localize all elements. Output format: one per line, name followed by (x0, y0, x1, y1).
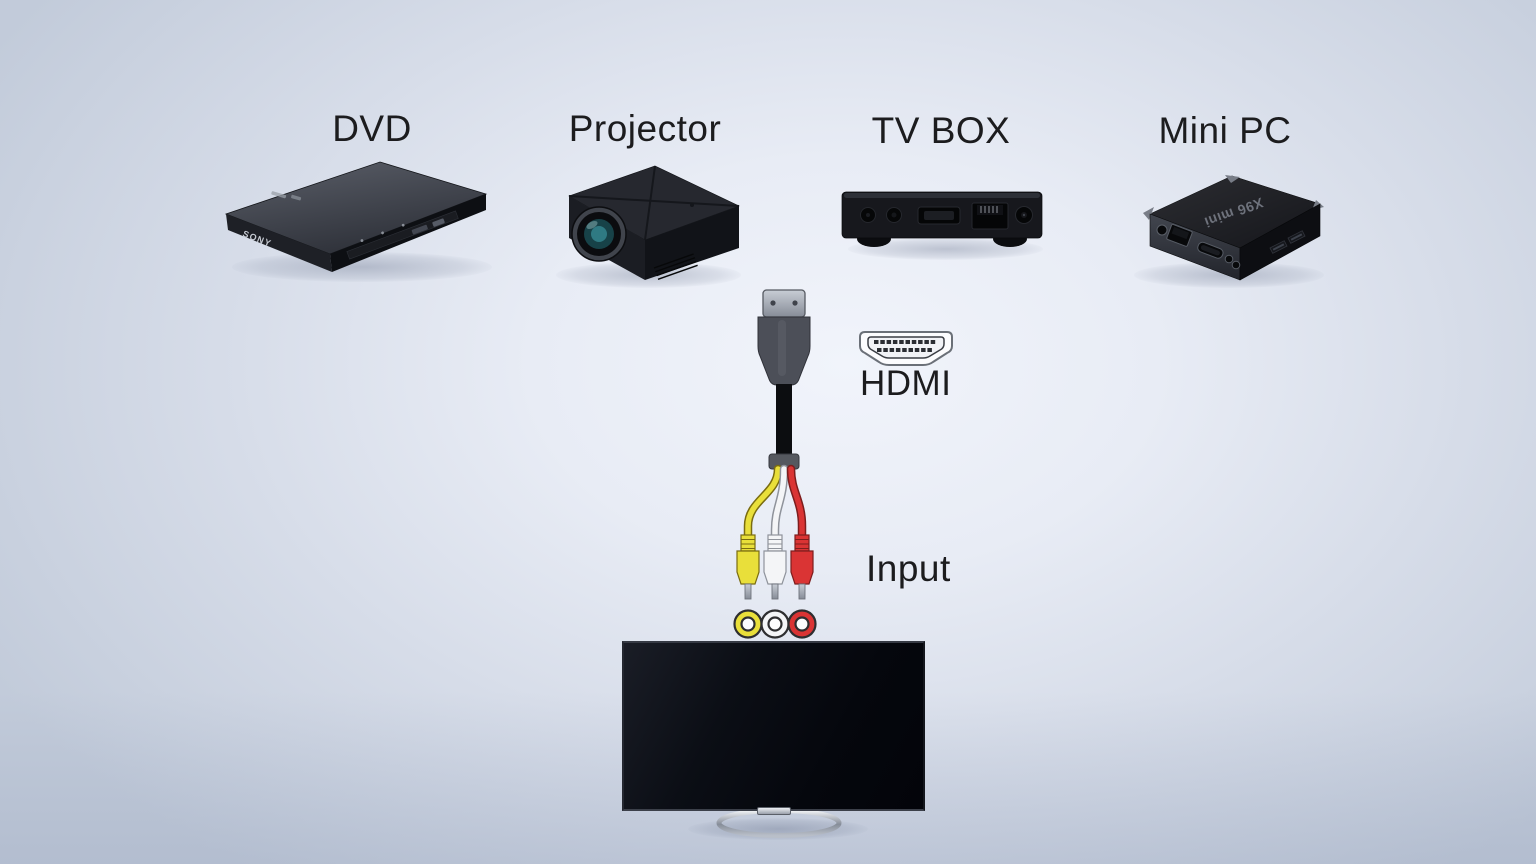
hdmi-to-rca-cable (733, 289, 817, 639)
projector-icon (568, 165, 740, 280)
dvd-label: DVD (332, 108, 412, 149)
tv-stand-neck (757, 807, 791, 815)
rca-input-jacks (733, 609, 817, 639)
tv-screen (622, 641, 925, 811)
input-label: Input (866, 548, 951, 589)
dvd-player-icon: SONY (224, 161, 488, 272)
tv-box-icon (841, 191, 1043, 247)
dvd-top-logos (271, 191, 302, 201)
dvd-front-panel (346, 210, 459, 260)
mini-pc-usb-ports (1269, 230, 1306, 254)
mini-pc-label: Mini PC (1158, 110, 1292, 151)
rca-plug-audio-red (790, 534, 814, 600)
cable-sleeve (776, 384, 792, 456)
hdmi-label: HDMI (860, 364, 952, 403)
projector-label: Projector (568, 108, 722, 149)
rca-plug-video-yellow (736, 534, 760, 600)
tv-box-label: TV BOX (871, 110, 1011, 151)
tv-box-shadow (848, 238, 1043, 260)
mini-pc-front-ports (1156, 223, 1241, 270)
projector-lens (571, 206, 627, 262)
hdmi-male-connector-icon (757, 289, 811, 386)
tv-shadow (688, 818, 868, 840)
tv-box-ports (860, 202, 1033, 230)
hdmi-port-icon (859, 331, 953, 366)
mini-pc-icon: X96 mini (1143, 175, 1324, 281)
projector-vents (653, 253, 698, 280)
rca-wires (743, 464, 807, 541)
rca-plug-audio-white (763, 534, 787, 600)
